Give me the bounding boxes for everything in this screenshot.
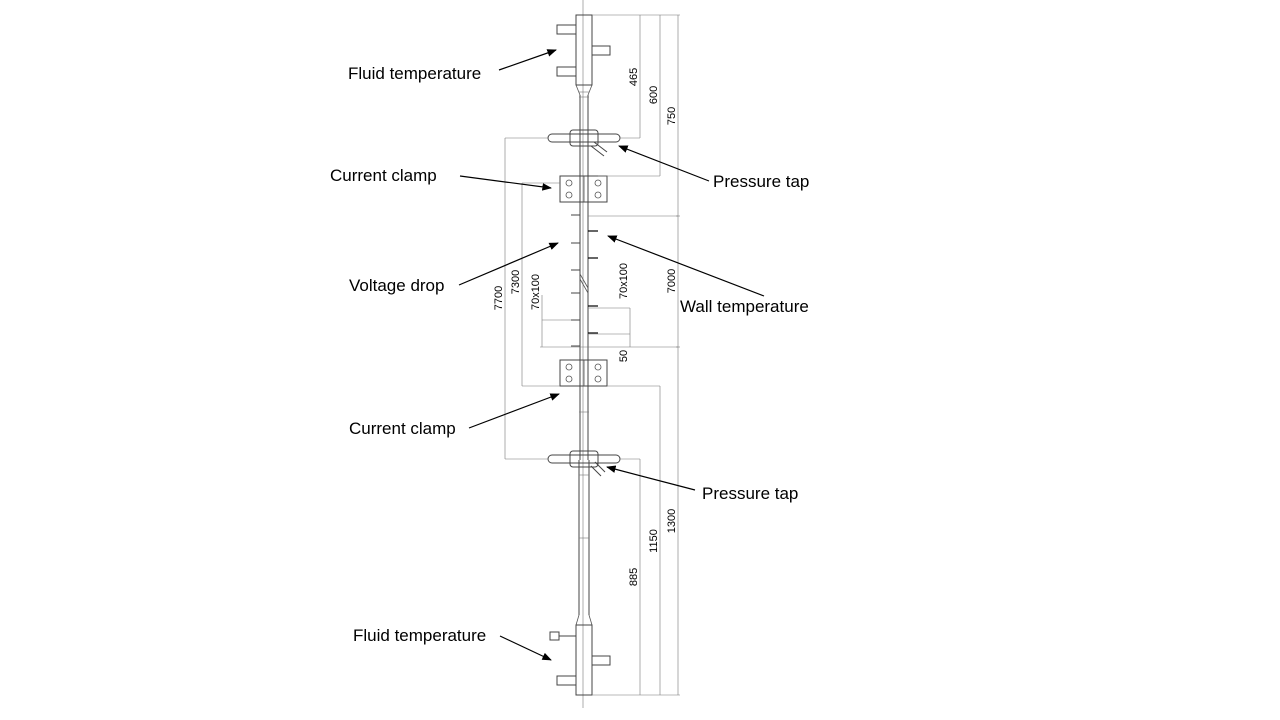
dim-885: 885 xyxy=(628,568,640,586)
top-current-clamp xyxy=(559,175,608,203)
bottom-plenum xyxy=(575,624,593,696)
bottom-fluid-ports xyxy=(549,631,611,686)
dim-750: 750 xyxy=(666,107,678,125)
leader-current-clamp-top xyxy=(459,175,552,191)
dim-600: 600 xyxy=(648,86,660,104)
leader-fluid-temp-top xyxy=(498,49,557,71)
top-fluid-ports xyxy=(556,24,611,77)
label-current-clamp-bottom: Current clamp xyxy=(349,419,456,438)
bottom-pressure-flange xyxy=(547,450,621,477)
dim-7000: 7000 xyxy=(666,269,678,293)
label-pressure-tap-bottom: Pressure tap xyxy=(702,484,798,503)
dim-1150: 1150 xyxy=(648,529,660,553)
label-current-clamp-top: Current clamp xyxy=(330,166,437,185)
dim-7300: 7300 xyxy=(510,270,522,294)
test-tube xyxy=(575,14,593,696)
top-pressure-flange xyxy=(547,129,621,157)
top-plenum xyxy=(575,14,593,86)
dim-70x100-left: 70x100 xyxy=(530,274,542,310)
dim-7700: 7700 xyxy=(493,286,505,310)
leader-wall-temperature xyxy=(607,235,765,297)
leader-current-clamp-bottom xyxy=(468,393,560,429)
dim-465: 465 xyxy=(628,68,640,86)
leader-pressure-tap-top xyxy=(618,145,710,182)
label-fluid-temperature-bottom: Fluid temperature xyxy=(353,626,486,645)
label-voltage-drop: Voltage drop xyxy=(349,276,444,295)
dimension-lines xyxy=(504,14,680,696)
dim-1300: 1300 xyxy=(666,509,678,533)
dim-50: 50 xyxy=(618,350,630,362)
leader-fluid-temp-bottom xyxy=(499,635,552,661)
leader-voltage-drop xyxy=(458,242,559,286)
dim-70x100-right: 70x100 xyxy=(618,263,630,299)
wall-thermocouples xyxy=(588,230,598,334)
heated-section-break xyxy=(579,273,589,294)
label-fluid-temperature-top: Fluid temperature xyxy=(348,64,481,83)
voltage-taps xyxy=(571,214,580,347)
leader-pressure-tap-bottom xyxy=(606,465,696,491)
bottom-current-clamp xyxy=(559,359,608,387)
label-pressure-tap-top: Pressure tap xyxy=(713,172,809,191)
label-wall-temperature: Wall temperature xyxy=(680,297,809,316)
